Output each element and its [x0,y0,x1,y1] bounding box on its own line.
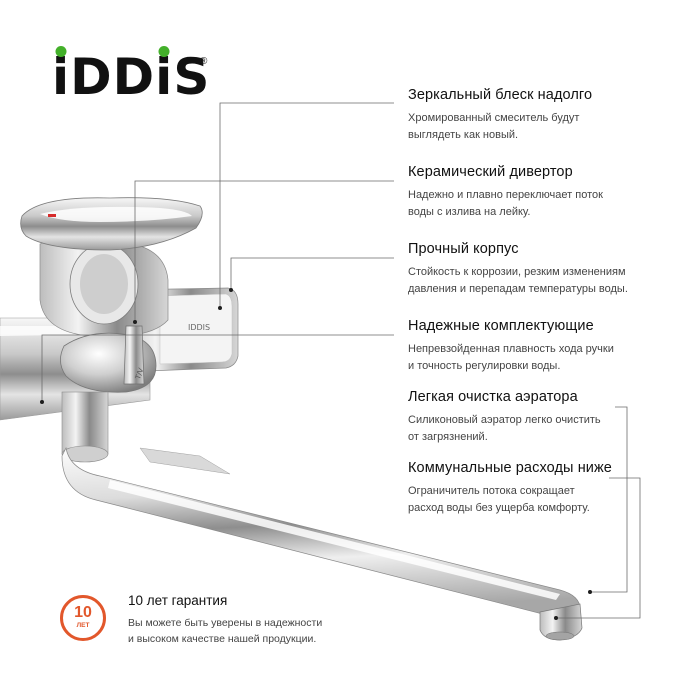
feature-title: Коммунальные расходы ниже [408,460,612,476]
feature-title: Керамический дивертор [408,164,573,180]
body-front [159,293,233,365]
warranty-title: 10 лет гарантия [128,593,228,608]
feature-ceramic-diverter: Керамический дивертор Надежно и плавно п… [408,164,688,221]
logo-dot [158,46,170,57]
lever-handle [20,197,203,251]
logo-dot [55,46,67,57]
feature-title: Легкая очистка аэратора [408,389,578,405]
spout-stem [61,391,109,455]
logo-letter-d1: D [70,48,113,106]
feature-easy-aerator: Легкая очистка аэратора Силиконовый аэра… [408,389,688,446]
warranty-block: 10 лет гарантия Вы можете быть уверены в… [128,593,388,647]
diverter-lever [123,325,145,385]
feature-title: Прочный корпус [408,241,519,257]
feature-mirror-shine: Зеркальный блеск надолго Хромированный с… [408,87,688,144]
logo-letter-d2: D [112,48,156,106]
diverter-mark: T/V [134,367,146,382]
logo-letter-i2: i [155,46,174,106]
warranty-badge: 10 ЛЕТ [60,595,106,641]
logo-letter-i: i [52,46,71,106]
feature-title: Надежные комплектующие [408,318,594,334]
hot-indicator [48,214,56,217]
feature-durable-body: Прочный корпус Стойкость к коррозии, рез… [408,241,688,298]
logo-letter-s: S [173,48,211,106]
feature-reliable-parts: Надежные комплектующие Непревзойденная п… [408,318,688,375]
feature-title: Зеркальный блеск надолго [408,87,593,103]
warranty-badge-number: 10 [74,604,92,621]
body-brand-mark: IDDIS [188,323,210,332]
warranty-badge-unit: ЛЕТ [76,622,90,629]
registered-mark: ® [200,56,208,67]
callout-dots [40,288,592,620]
feature-lower-costs: Коммунальные расходы ниже Ограничитель п… [408,460,688,517]
callout-lines [41,102,641,619]
